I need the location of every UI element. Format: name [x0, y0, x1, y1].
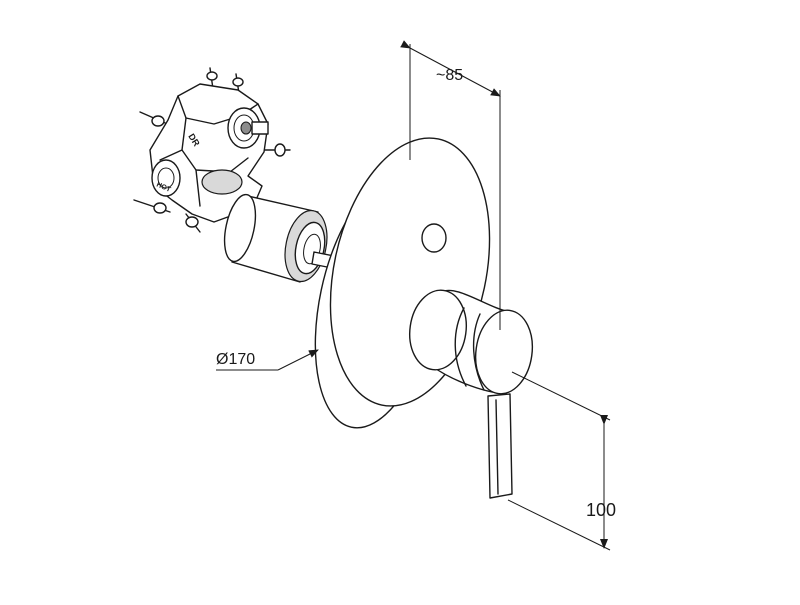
cartridge — [223, 193, 335, 283]
mixer-handle — [409, 289, 534, 499]
depth-dimension: ~85 — [400, 40, 501, 330]
diverter-button — [421, 223, 447, 253]
top-port — [227, 107, 269, 149]
escutcheon-plate — [314, 137, 491, 429]
height-label: 100 — [586, 500, 616, 520]
mounting-bolts — [133, 67, 291, 233]
diameter-dimension: Ø170 — [216, 349, 319, 371]
concealed-valve-body: DR HOT — [133, 67, 291, 233]
height-dimension: 100 — [507, 371, 616, 551]
lever — [487, 393, 513, 499]
diameter-label: Ø170 — [216, 351, 255, 368]
depth-label: ~85 — [436, 67, 463, 84]
